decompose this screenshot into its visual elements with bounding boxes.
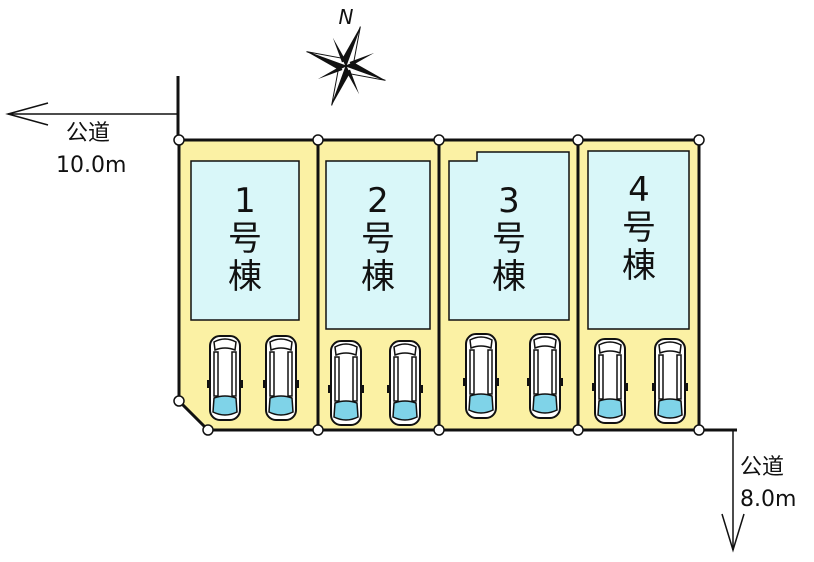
parking-car-4b xyxy=(651,338,689,424)
house-label-4-line-2: 号 xyxy=(622,208,656,248)
parking-car-3a xyxy=(462,333,500,419)
house-label-4: 4 号 棟 xyxy=(622,170,656,286)
west-road-width: 10.0m xyxy=(56,153,127,178)
house-label-2-line-2: 号 xyxy=(361,219,395,259)
boundary-markers xyxy=(173,134,705,436)
house-label-3-line-1: 3 xyxy=(498,181,520,221)
house-1 xyxy=(190,160,300,321)
south-road-width: 8.0m xyxy=(740,487,797,512)
west-road-label: 公道 10.0m xyxy=(56,118,126,182)
house-label-3: 3 号 棟 xyxy=(492,181,526,297)
house-label-1: 1 号 棟 xyxy=(228,181,262,297)
west-road-name: 公道 xyxy=(66,121,111,146)
parking-car-4a xyxy=(591,338,629,424)
west-road-marker xyxy=(5,76,180,140)
lot-2 xyxy=(316,138,441,432)
lot-4 xyxy=(576,138,701,432)
house-label-2: 2 号 棟 xyxy=(361,181,395,297)
parking-car-2a xyxy=(327,340,365,426)
house-label-3-line-2: 号 xyxy=(492,219,526,259)
house-label-1-line-2: 号 xyxy=(228,219,262,259)
house-label-3-line-3: 棟 xyxy=(492,257,526,297)
lot-1 xyxy=(177,138,320,432)
house-label-4-line-3: 棟 xyxy=(622,246,656,286)
house-label-4-line-1: 4 xyxy=(628,170,650,210)
south-road-name: 公道 xyxy=(740,455,785,480)
house-label-1-line-3: 棟 xyxy=(228,257,262,297)
house-label-1-line-1: 1 xyxy=(234,181,256,221)
house-label-2-line-3: 棟 xyxy=(361,257,395,297)
house-label-2-line-1: 2 xyxy=(367,181,389,221)
parking-car-2b xyxy=(386,340,424,426)
south-road-marker xyxy=(698,428,745,553)
house-2 xyxy=(325,160,431,330)
house-3 xyxy=(448,151,570,321)
north-label: N xyxy=(339,5,354,29)
parking-car-1b xyxy=(262,335,300,421)
compass-icon xyxy=(306,26,386,106)
south-road-label: 公道 8.0m xyxy=(740,452,796,516)
lot-3 xyxy=(437,138,580,432)
house-4 xyxy=(587,150,690,330)
parking-car-3b xyxy=(526,333,564,419)
parking-car-1a xyxy=(206,335,244,421)
